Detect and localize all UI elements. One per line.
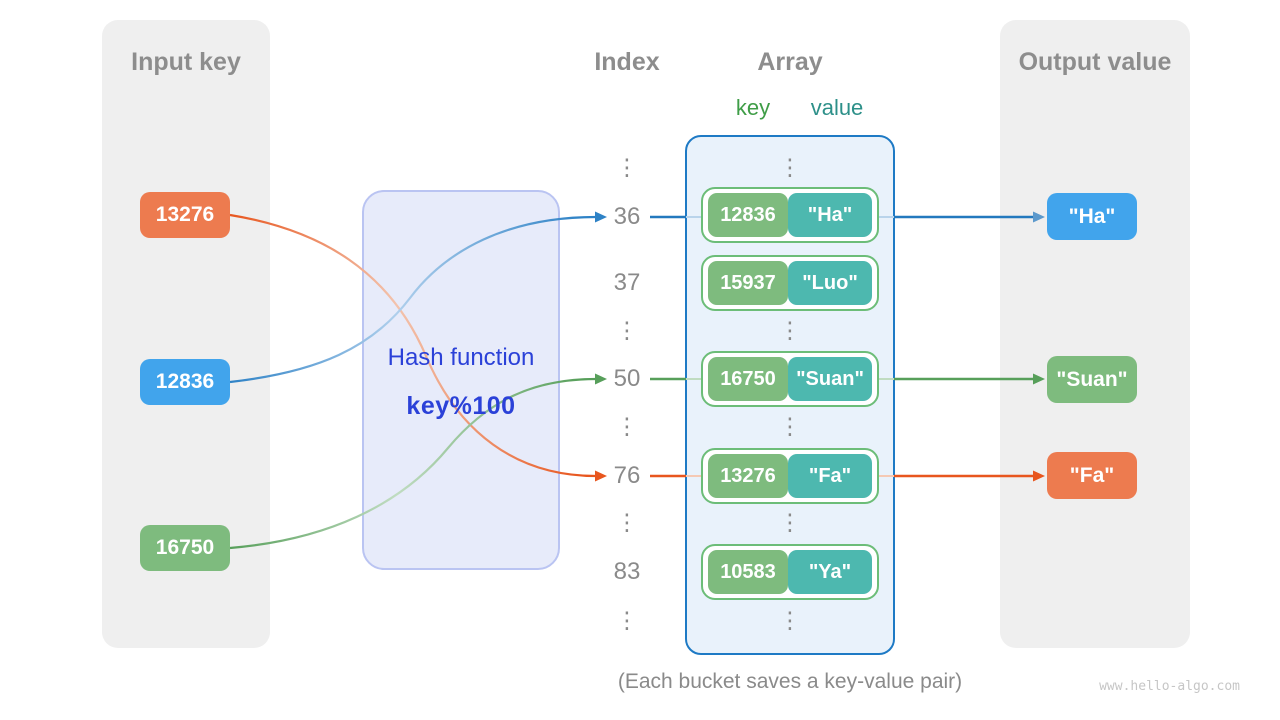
array-ellipsis: ⋮ [778, 154, 802, 180]
index-cell: 50 [613, 365, 641, 392]
array-ellipsis: ⋮ [778, 509, 802, 535]
index-cell: 83 [613, 558, 641, 585]
output-panel-title: Output value [1018, 48, 1172, 76]
index-cell: 76 [613, 462, 641, 489]
output-value-badge: "Suan" [1047, 356, 1137, 403]
value-sub-header: value [810, 95, 864, 120]
hash-function-box [362, 190, 560, 570]
index-cell: 37 [613, 269, 641, 296]
bucket-value-badge: "Fa" [788, 454, 872, 498]
bucket-row: 16750 "Suan" [701, 351, 879, 407]
index-ellipsis: ⋮ [615, 607, 639, 633]
array-ellipsis: ⋮ [778, 317, 802, 343]
index-ellipsis: ⋮ [615, 317, 639, 343]
bucket-row: 15937 "Luo" [701, 255, 879, 311]
hash-formula: key%100 [406, 392, 516, 420]
output-value-panel [1000, 20, 1190, 648]
output-value-badge: "Ha" [1047, 193, 1137, 240]
array-column-header: Array [757, 48, 823, 76]
index-ellipsis: ⋮ [615, 413, 639, 439]
key-sub-header: key [735, 95, 771, 120]
bucket-row: 12836 "Ha" [701, 187, 879, 243]
diagram-caption: (Each bucket saves a key-value pair) [617, 670, 963, 693]
output-value-badge: "Fa" [1047, 452, 1137, 499]
bucket-value-badge: "Luo" [788, 261, 872, 305]
bucket-key-badge: 15937 [708, 261, 788, 305]
input-key-badge: 16750 [140, 525, 230, 571]
array-ellipsis: ⋮ [778, 413, 802, 439]
input-key-badge: 12836 [140, 359, 230, 405]
watermark: www.hello-algo.com [1099, 679, 1240, 694]
hash-function-label: Hash function [387, 344, 535, 371]
bucket-key-badge: 12836 [708, 193, 788, 237]
bucket-key-badge: 16750 [708, 357, 788, 401]
index-ellipsis: ⋮ [615, 154, 639, 180]
array-ellipsis: ⋮ [778, 607, 802, 633]
input-panel-title: Input key [131, 48, 241, 76]
bucket-key-badge: 10583 [708, 550, 788, 594]
index-column-header: Index [594, 48, 660, 76]
bucket-row: 10583 "Ya" [701, 544, 879, 600]
bucket-value-badge: "Ya" [788, 550, 872, 594]
input-key-badge: 13276 [140, 192, 230, 238]
bucket-value-badge: "Suan" [788, 357, 872, 401]
bucket-row: 13276 "Fa" [701, 448, 879, 504]
bucket-key-badge: 13276 [708, 454, 788, 498]
index-ellipsis: ⋮ [615, 509, 639, 535]
index-cell: 36 [613, 203, 641, 230]
bucket-value-badge: "Ha" [788, 193, 872, 237]
